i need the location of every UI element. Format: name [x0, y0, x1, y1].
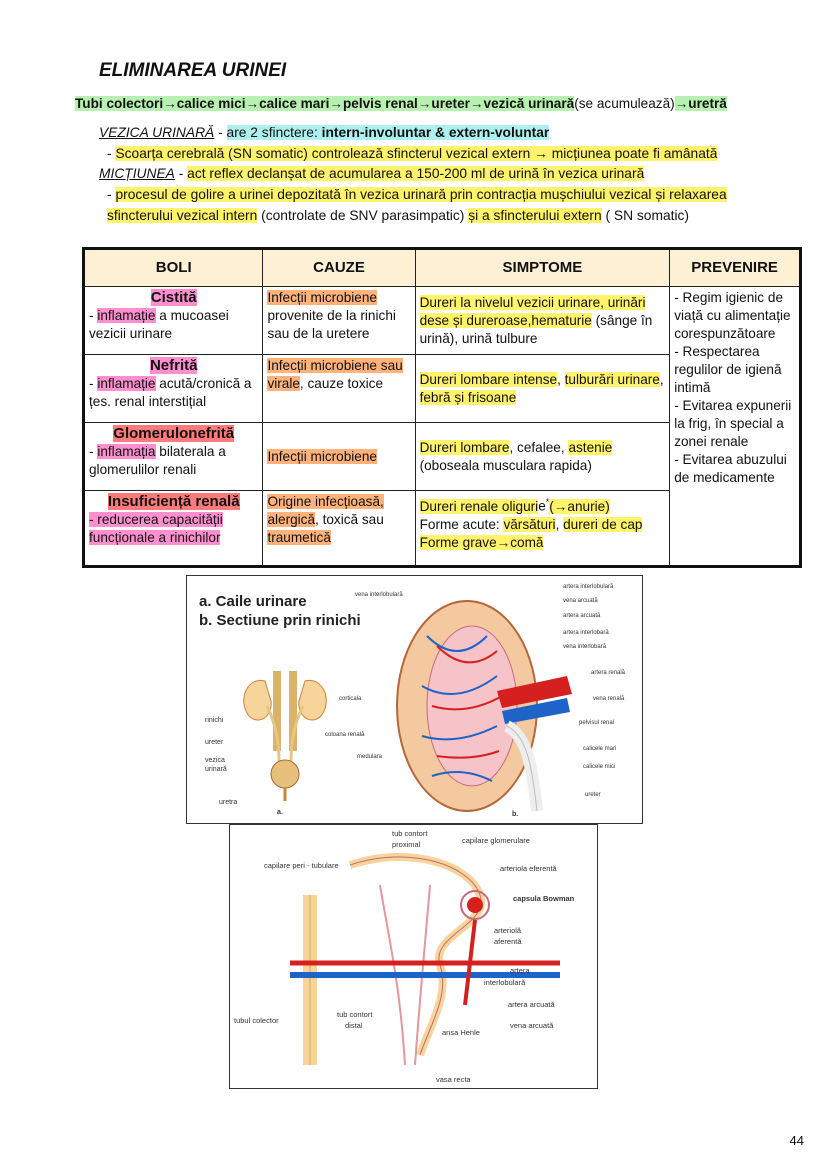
disease-cell: Glomerulonefrită - inflamația bilaterala…	[82, 422, 264, 491]
label-distal: distal	[345, 1021, 363, 1030]
label-arteriola-eferenta: arteriola eferentă	[500, 864, 558, 873]
symptom-cell: Dureri renale oligurie*(→anurie) Forme a…	[414, 490, 671, 567]
label-vena-arcuata: vena arcuată	[510, 1021, 554, 1030]
diseases-table: BOLI CAUZE SIMPTOME PREVENIRE Cistită - …	[82, 247, 802, 568]
page-number: 44	[789, 1133, 804, 1148]
label-arteriola: arteriolă	[494, 926, 522, 935]
label-medulara: medulara	[357, 754, 383, 760]
label-capilare-peri-tubulare: capilare peri - tubulare	[264, 861, 339, 870]
nephron-drawing	[290, 853, 560, 1066]
kidney-section-drawing	[396, 600, 572, 812]
label-vena-renala: vena renală	[593, 696, 625, 702]
label-artera-renala: artera renală	[591, 670, 626, 676]
urinary-system-drawing	[243, 671, 327, 801]
urine-path-flow: Tubi colectori→calice mici→calice mari→p…	[75, 96, 727, 111]
label-artera-interlobulara: artera interlobulară	[563, 584, 614, 590]
label-coloana-renala: coloana renală	[325, 732, 365, 738]
label-rinichi: rinichi	[205, 717, 224, 724]
label-vena-arcuata: vena arcuată	[563, 598, 598, 604]
nephron-figure: tub contort proximal capilare glomerular…	[229, 824, 598, 1089]
cause-cell: Infecții microbiene sau virale, cauze to…	[262, 354, 416, 423]
label-ansa-henle: ansa Henle	[442, 1028, 480, 1037]
label-vena-interlobara: vena interlobară	[563, 644, 607, 650]
table-header-row: BOLI CAUZE SIMPTOME PREVENIRE	[82, 248, 801, 287]
header-boli: BOLI	[82, 248, 264, 287]
table-row: Glomerulonefrită - inflamația bilaterala…	[82, 422, 801, 491]
vezica-line: VEZICA URINARĂ - are 2 sfinctere: intern…	[99, 125, 550, 140]
mictiunea-line: MICȚIUNEA - act reflex declanșat de acum…	[99, 166, 645, 181]
table-row: Nefrită - inflamație acută/cronică a țes…	[82, 354, 801, 423]
label-artera: artera	[510, 966, 530, 975]
label-urinara: urinară	[205, 766, 227, 773]
label-aferenta: aferentă	[494, 937, 522, 946]
cause-cell: Infecții microbiene provenite de la rini…	[262, 286, 416, 355]
header-prevenire: PREVENIRE	[669, 248, 801, 287]
label-pelvisul-renal: pelvisul renal	[579, 720, 614, 726]
scoarta-line: - Scoarța cerebrală (SN somatic) control…	[107, 146, 718, 161]
symptom-cell: Dureri lombare intense, tulburări urinar…	[414, 354, 671, 423]
disease-cell: Insuficiență renală - reducerea capacită…	[82, 490, 264, 567]
header-simptome: SIMPTOME	[414, 248, 671, 287]
label-calicele-mari: calicele mari	[583, 746, 616, 752]
label-vezica: vezica	[205, 757, 225, 764]
label-a: a.	[277, 809, 283, 816]
fig1-title-b: b. Sectiune prin rinichi	[199, 612, 361, 629]
nephron-illustration: tub contort proximal capilare glomerular…	[234, 829, 575, 1084]
table-row: Cistită - inflamație a mucoasei vezicii …	[82, 286, 801, 567]
symptom-cell: Dureri la nivelul vezicii urinare, urină…	[414, 286, 671, 355]
label-vena-interlobulara: vena interlobulară	[355, 592, 403, 598]
label-corticala: corticala	[339, 696, 362, 702]
label-interlobulara: interlobulară	[484, 978, 526, 987]
label-vasa-recta: vasa recta	[436, 1075, 471, 1084]
disease-cell: Nefrită - inflamație acută/cronică a țes…	[82, 354, 264, 423]
disease-cell: Cistită - inflamație a mucoasei vezicii …	[82, 286, 264, 355]
proces-line-2: sfincterului vezical intern (controlate …	[107, 208, 690, 223]
label-tub-contort-2: tub contort	[337, 1010, 373, 1019]
cause-cell: Infecții microbiene	[262, 422, 416, 491]
label-artera-interlobara: artera interlobară	[563, 630, 609, 636]
urinary-tract-illustration: a. Caile urinare b. Sectiune prin rinich…	[199, 584, 626, 818]
table-row: Insuficiență renală - reducerea capacită…	[82, 490, 801, 567]
header-cauze: CAUZE	[262, 248, 416, 287]
label-tubul-colector: tubul colector	[234, 1016, 279, 1025]
label-b: b.	[512, 811, 518, 818]
label-artera-arcuata: artera arcuată	[563, 613, 601, 619]
label-proximal: proximal	[392, 840, 421, 849]
symptom-cell: Dureri lombare, cefalee, astenie (obosea…	[414, 422, 671, 491]
label-artera-arcuata: artera arcuată	[508, 1000, 556, 1009]
label-tub-contort: tub contort	[392, 829, 428, 838]
label-uretra: uretra	[219, 799, 237, 806]
proces-line-1: - procesul de golire a urinei depozitată…	[107, 187, 727, 202]
label-capsula-bowman: capsula Bowman	[513, 894, 575, 903]
prevention-cell: - Regim igienic de viață cu alimentație …	[669, 286, 801, 567]
label-ureter: ureter	[205, 739, 224, 746]
page-title: ELIMINAREA URINEI	[99, 60, 287, 81]
label-capilare-glomerulare: capilare glomerulare	[462, 836, 530, 845]
label-ureter-b: ureter	[585, 792, 601, 798]
label-calicele-mici: calicele mici	[583, 764, 615, 770]
urinary-tract-figure: a. Caile urinare b. Sectiune prin rinich…	[186, 575, 643, 824]
fig1-title-a: a. Caile urinare	[199, 593, 307, 610]
cause-cell: Origine infecțioasă, alergică, toxică sa…	[262, 490, 416, 567]
